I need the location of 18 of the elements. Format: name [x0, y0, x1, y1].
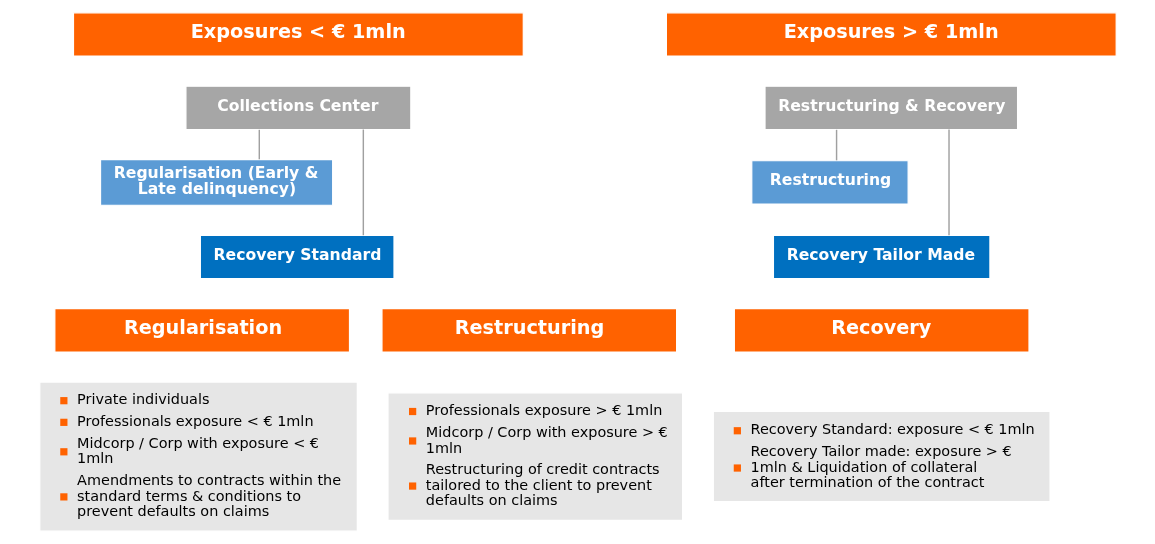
connector: [835, 129, 837, 162]
node-box: Professionals exposure > € 1mln Midcorp / Corp with exposure > € 1mln Restructuring of credit contracts tailored to the client to prevent defaults on claims: [386, 392, 683, 521]
node-box: Recovery Standard: exposure < € 1mln Recovery Tailor made: exposure > € 1mln & Liquidation of collateral after termination of the contract: [712, 410, 1051, 503]
node-box: Restructuring & Recovery: [763, 85, 1018, 131]
connector: [947, 128, 950, 236]
node-box: Restructuring: [380, 308, 677, 353]
node-box: Exposures > € 1mln: [665, 12, 1117, 57]
connector: [362, 128, 364, 236]
node-box: Regularisation: [53, 308, 350, 353]
node-box: Recovery: [733, 308, 1030, 353]
node-box: Restructuring: [750, 160, 909, 205]
node-box: Recovery Standard: [199, 234, 395, 280]
node-box: Regularisation (Early & Late delinquency): [99, 158, 333, 206]
connector: [258, 129, 260, 160]
node-box: Exposures < € 1mln: [72, 12, 524, 57]
node-box: Private individuals Professionals exposure < € 1mln Midcorp / Corp with exposure < € 1mln Amendments to contracts within the standard terms & conditions to prevent defaults on claims: [38, 381, 358, 532]
node-box: Collections Center: [184, 85, 411, 131]
node-box: Recovery Tailor Made: [772, 234, 990, 280]
